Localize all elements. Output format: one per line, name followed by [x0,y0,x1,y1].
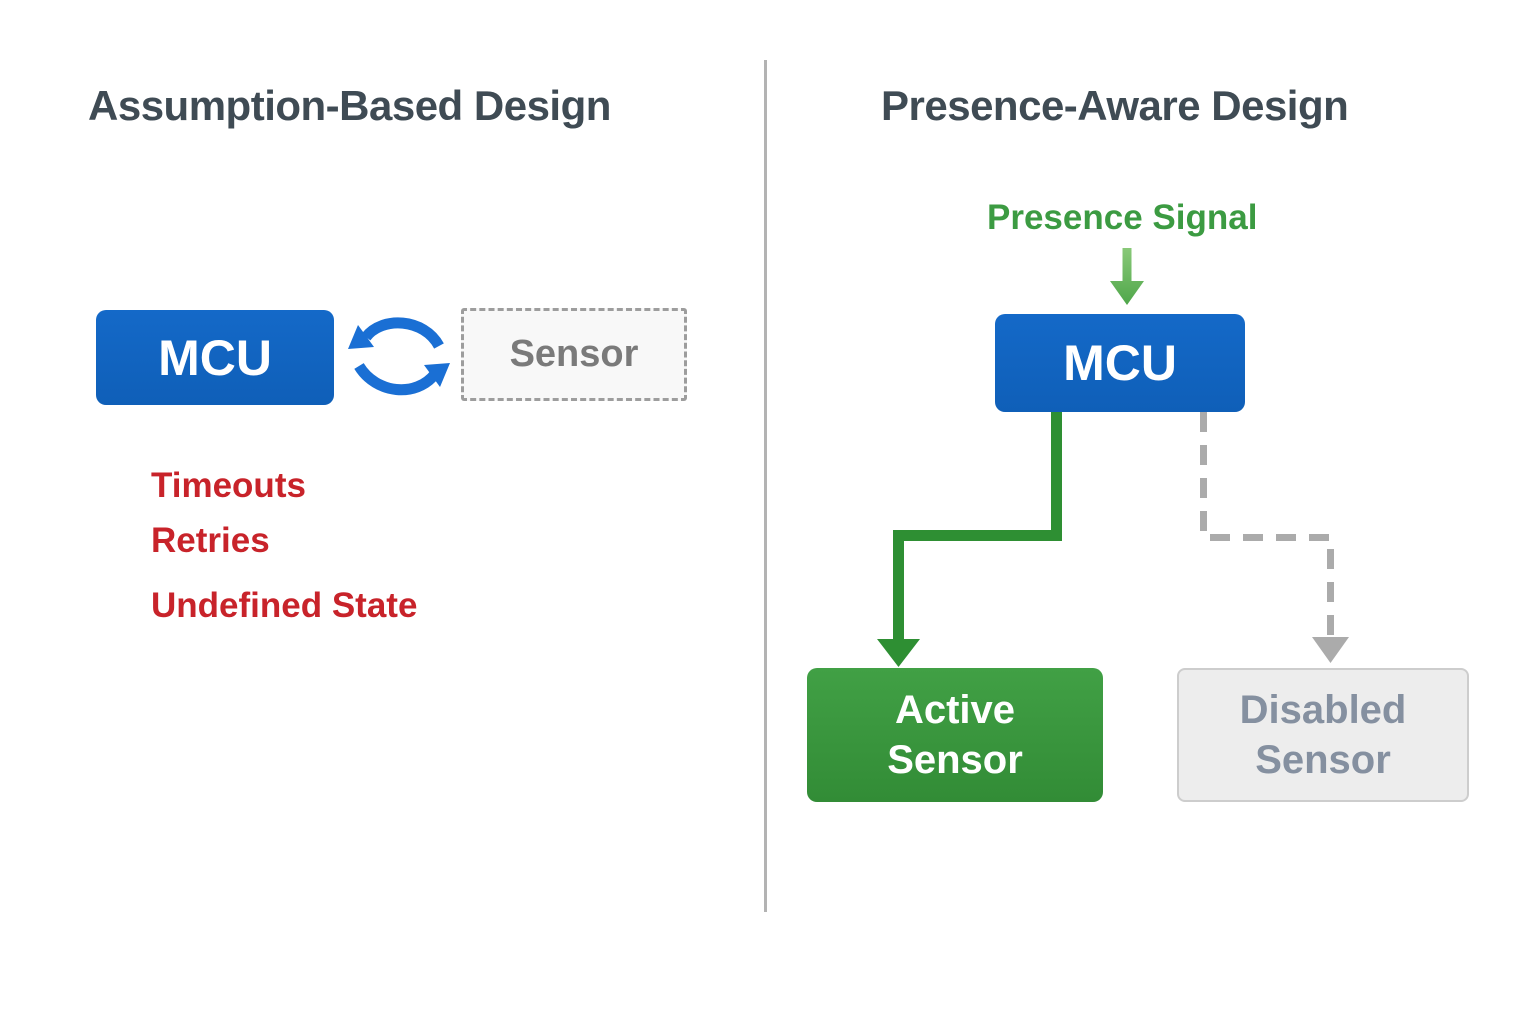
issue-item-retries: Retries [151,521,270,560]
active-sensor-label: Active Sensor [887,688,1023,782]
disabled-sensor-box: Disabled Sensor [1177,668,1469,802]
active-path-arrowhead-icon [877,639,920,667]
disabled-path-arrowhead-icon [1312,637,1349,663]
active-path-connector [877,410,1062,667]
issue-item-timeouts: Timeouts [151,466,306,505]
mcu-label: MCU [1063,335,1177,391]
right-panel-title: Presence-Aware Design [881,82,1349,129]
presence-signal-down-arrow-icon [1110,248,1144,305]
left-panel-title: Assumption-Based Design [88,82,611,129]
sensor-label: Sensor [509,333,639,375]
sync-cycle-arrows-icon [348,317,450,396]
mcu-label: MCU [158,329,272,386]
disabled-path-connector [1200,412,1349,663]
mcu-box-right: MCU [995,314,1245,412]
presence-signal-label: Presence Signal [987,198,1258,237]
issue-item-undefined-state: Undefined State [151,586,418,625]
active-sensor-box: Active Sensor [807,668,1103,802]
mcu-box-left: MCU [96,310,334,405]
sensor-box: Sensor [461,308,687,401]
panel-divider [764,60,767,912]
disabled-sensor-label: Disabled Sensor [1239,688,1407,782]
